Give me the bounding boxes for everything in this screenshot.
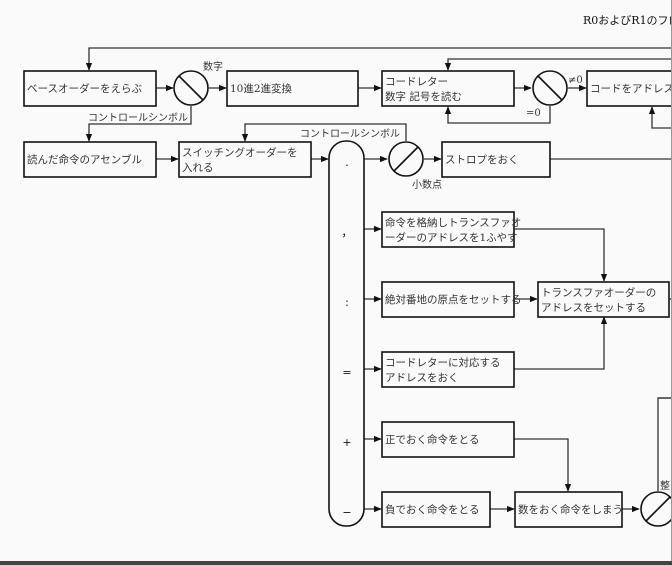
label-integer: 整 [660, 479, 670, 492]
label-zero: =0 [526, 108, 541, 119]
box-put-strobe [441, 141, 551, 178]
box-code-letter-address [381, 351, 515, 388]
symbol-decoder [328, 140, 365, 527]
label-control-symbol-1: コントロールシンボル [88, 112, 188, 124]
box-store-number-label: 数をおく命令をしまう [518, 503, 623, 516]
code-addr-to-set-transfer [514, 316, 608, 370]
box-set-transfer-label-1: トランスファオーダーの [541, 286, 656, 299]
box-store-number [514, 491, 623, 528]
switch-zero-check [532, 70, 568, 106]
box-base-order [23, 70, 157, 107]
box-code-letter-address-label-1: コードレターに対応する [385, 356, 501, 369]
box-take-negative [381, 491, 491, 528]
diagram-title: R0およびR1のフロ [583, 14, 672, 27]
loop-to-code-addr [648, 106, 672, 129]
box-base-order-label: ベースオーダーをえらぶ [27, 82, 142, 95]
box-store-increment-label-1: 命令を格納しトランスファオ [385, 216, 521, 229]
box-assemble-label: 読んだ命令のアセンブル [27, 153, 142, 166]
symbol-plus: + [342, 436, 351, 449]
box-store-increment [381, 211, 515, 248]
box-read-code-label-1: コードレター [385, 76, 448, 88]
control-loop-to-switch [241, 123, 407, 142]
bottom-border [0, 561, 672, 565]
box-read-code-label-2: 数字 記号を読む [385, 90, 462, 103]
box-assemble [23, 141, 157, 178]
control-to-assemble [85, 106, 192, 142]
loop-to-base-order [85, 47, 672, 71]
box-code-to-address [586, 70, 672, 107]
box-code-letter-address-label-2: アドレスをおく [385, 372, 459, 384]
switch-digit [173, 70, 209, 106]
box-put-strobe-label: ストロプをおく [445, 154, 519, 166]
symbol-colon: : [345, 296, 349, 309]
box-take-positive [381, 421, 515, 458]
eq-zero-loop [444, 106, 551, 124]
symbol-comma: ， [342, 226, 353, 239]
box-read-code [381, 70, 515, 107]
box-take-negative-label: 負でおく命令をとる [385, 503, 480, 516]
symbol-minus: − [342, 506, 351, 519]
box-store-increment-label-2: ーダーのアドレスを1ふやす [385, 231, 518, 244]
box-set-transfer-label-2: アドレスをセットする [541, 302, 646, 314]
label-decimal-point: 小数点 [412, 178, 442, 191]
store-inc-to-set-transfer [514, 228, 608, 282]
box-switching-order-label-2: 入れる [182, 162, 214, 174]
switch-integer [640, 491, 672, 527]
box-abs-origin [381, 281, 515, 318]
box-dec2bin [226, 70, 359, 107]
label-not-zero: ≠0 [568, 75, 583, 86]
box-code-to-address-label: コードをアドレス [590, 83, 672, 95]
loop-to-read-code [444, 58, 672, 71]
box-dec2bin-label: 10進2進変換 [230, 82, 293, 95]
box-switching-order-label-1: スイッチングオーダーを [182, 146, 298, 159]
symbol-equal: = [342, 366, 351, 379]
label-digit: 数字 [203, 60, 223, 73]
box-abs-origin-label: 絶対番地の原点をセットする [385, 293, 522, 306]
box-take-positive-label: 正でおく命令をとる [385, 433, 480, 446]
label-control-symbol-2: コントロールシンボル [300, 128, 400, 140]
int-switch-loop [657, 397, 672, 491]
pos-to-store-num [514, 438, 572, 492]
box-switching-order [178, 141, 312, 178]
switch-decimal-point [388, 141, 424, 177]
symbol-period: . [345, 156, 349, 169]
box-set-transfer [537, 281, 670, 318]
